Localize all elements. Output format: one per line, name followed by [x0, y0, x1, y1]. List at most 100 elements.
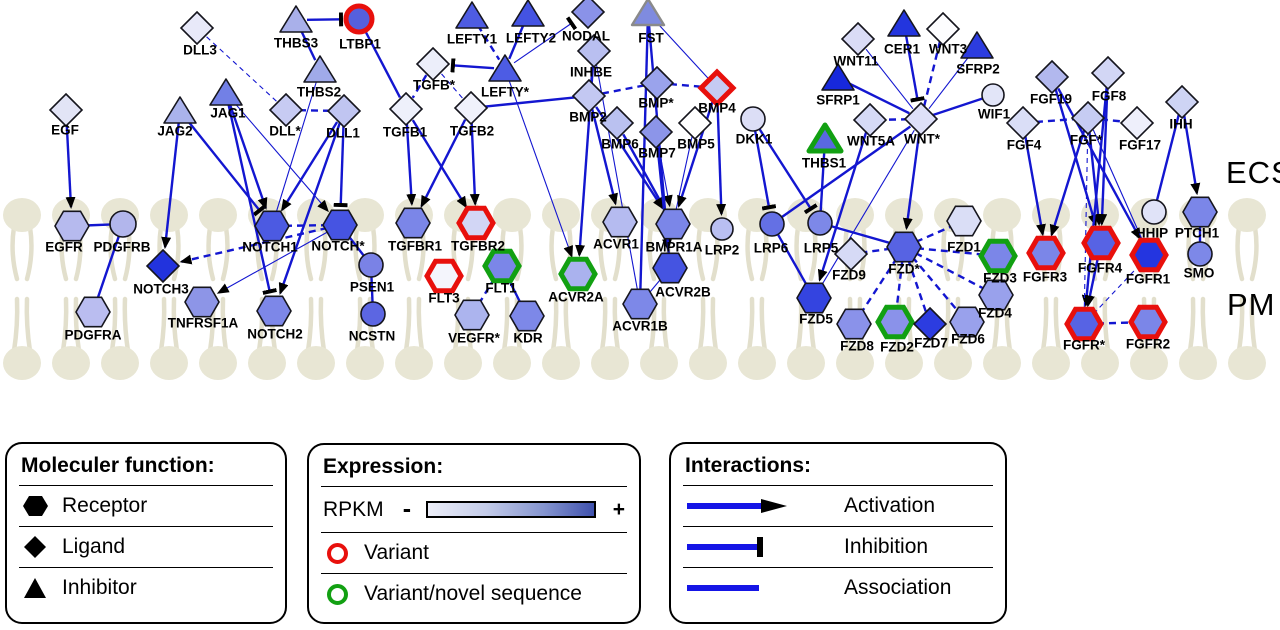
node-PDGFRB [109, 210, 137, 238]
node-label-FZD4: FZD4 [978, 306, 1012, 321]
edge-FZD*-FZD2 [895, 259, 904, 310]
edge-THBS1-LRP5 [819, 149, 826, 214]
green-ring-icon [323, 583, 351, 605]
legend-ligand-label: Ligand [62, 535, 126, 558]
node-label-WIF1: WIF1 [978, 107, 1011, 122]
node-TGFB1 [388, 91, 424, 127]
edge-WNT*-FZD5 [820, 129, 915, 288]
node-label-INHBE: INHBE [570, 65, 612, 80]
node-NOTCH1 [254, 210, 290, 242]
node-EGFR [54, 210, 90, 242]
edge-WNT*-SFRP2 [928, 54, 971, 110]
node-label-NOTCH1: NOTCH1 [242, 240, 298, 255]
edge-TGFB2-BMP2 [483, 96, 577, 108]
node-label-SFRP1: SFRP1 [816, 93, 860, 108]
edge-LEFTY*-TGFB* [450, 58, 495, 73]
node-PDGFRA [75, 296, 111, 328]
node-label-FZD6: FZD6 [951, 332, 985, 347]
legend-inhibition-row: Inhibition [683, 526, 993, 567]
legend-mf-title: Moleculer function: [19, 448, 273, 486]
hexagon-icon [21, 494, 49, 518]
node-label-FZD*: FZD* [888, 262, 920, 277]
legend-interactions-title: Interactions: [683, 448, 993, 486]
edge-TGFB1-TGFBR2 [411, 119, 468, 209]
node-label-FGF19: FGF19 [1030, 92, 1072, 107]
node-label-FZD7: FZD7 [914, 336, 948, 351]
node-label-EGFR: EGFR [45, 240, 83, 255]
node-TGFBR2 [456, 205, 496, 241]
legend-variant-label: Variant [364, 541, 429, 564]
edge-FZD*-FZD4 [914, 251, 986, 291]
node-label-LRP5: LRP5 [804, 241, 839, 256]
node-label-FZD3: FZD3 [983, 271, 1017, 286]
node-label-FGF*: FGF* [1070, 133, 1103, 148]
edge-TGFB2-TGFBR2 [469, 120, 480, 207]
node-SFRP1 [821, 63, 855, 91]
node-TGFB* [415, 46, 451, 82]
node-PSEN1 [358, 252, 384, 278]
node-label-SFRP2: SFRP2 [956, 62, 1000, 77]
node-LEFTY2 [511, 0, 545, 27]
node-label-NCSTN: NCSTN [349, 329, 396, 344]
node-label-KDR: KDR [513, 331, 542, 346]
edge-FZD*-FZD7 [907, 258, 927, 313]
node-THBS2 [303, 55, 337, 83]
interaction-edges [65, 12, 1202, 325]
node-label-DLL3: DLL3 [183, 43, 217, 58]
edge-FST-BMP4 [655, 20, 709, 79]
node-label-FLT1: FLT1 [485, 281, 517, 296]
node-label-IHH: IHH [1169, 117, 1192, 132]
node-label-FGFR4: FGFR4 [1078, 261, 1123, 276]
node-LRP5 [807, 210, 833, 236]
edge-FST-ACVR1B [639, 23, 649, 292]
edge-JAG1-NOTCH1 [228, 103, 268, 210]
edge-JAG2-NOTCH3 [161, 121, 180, 250]
node-label-TGFB*: TGFB* [413, 78, 456, 93]
legend-expression: Expression: RPKM- + Variant Variant/nove… [307, 443, 641, 624]
node-label-ACVR2A: ACVR2A [548, 290, 604, 305]
node-FZD7 [912, 306, 948, 342]
node-label-JAG1: JAG1 [210, 106, 246, 121]
edge-SFRP1-WNT* [847, 81, 910, 115]
legend-rpkm-row: RPKM- + [321, 487, 627, 532]
edge-IHH-PTCH1 [1182, 114, 1201, 196]
node-FST [630, 0, 666, 27]
edge-INHBE-BMP2 [589, 63, 594, 84]
node-FGFR1 [1129, 237, 1169, 273]
edge-TGFB2-TGFBR1 [420, 119, 467, 208]
node-label-CER1: CER1 [884, 42, 921, 57]
node-FGFR* [1064, 306, 1104, 342]
node-label-TNFRSF1A: TNFRSF1A [168, 316, 239, 331]
edge-BMP2-ACVR1 [590, 108, 618, 206]
edge-THBS3-LTBP1 [306, 12, 344, 27]
node-ACVR1B [622, 288, 658, 320]
node-LRP2 [710, 217, 734, 241]
node-ACVR2B [652, 252, 688, 284]
node-label-LEFTY*: LEFTY* [481, 85, 530, 100]
node-label-TGFB2: TGFB2 [450, 124, 494, 139]
node-NOTCH* [322, 209, 358, 241]
edge-LEFTY1-LEFTY* [476, 24, 501, 61]
rpkm-gradient-bar [426, 501, 596, 518]
node-label-WNT11: WNT11 [833, 54, 879, 69]
edge-BMP4-LRP2 [716, 100, 727, 217]
node-INHBE [576, 33, 612, 69]
node-label-WNT5A: WNT5A [847, 134, 895, 149]
edge-BMP*-BMP4 [669, 82, 705, 89]
edge-WNT*-WNT11 [865, 48, 914, 110]
edge-FGF*-FGFR* [1083, 130, 1089, 312]
node-label-TGFB1: TGFB1 [383, 125, 428, 140]
node-WNT5A [852, 102, 888, 138]
node-label-DLL1: DLL1 [326, 126, 360, 141]
node-WNT* [903, 101, 939, 137]
node-BMP7 [638, 114, 674, 150]
node-BMP4 [697, 68, 737, 108]
legend-novel-row: Variant/novel sequence [321, 573, 627, 614]
edge-INHBE-ACVR1B [595, 63, 639, 292]
node-label-PDGFRA: PDGFRA [65, 328, 122, 343]
node-FZD3 [978, 238, 1018, 274]
edge-PSEN1-NOTCH* [347, 234, 366, 258]
node-label-BMP6: BMP6 [601, 137, 639, 152]
node-FLT3 [424, 258, 464, 294]
